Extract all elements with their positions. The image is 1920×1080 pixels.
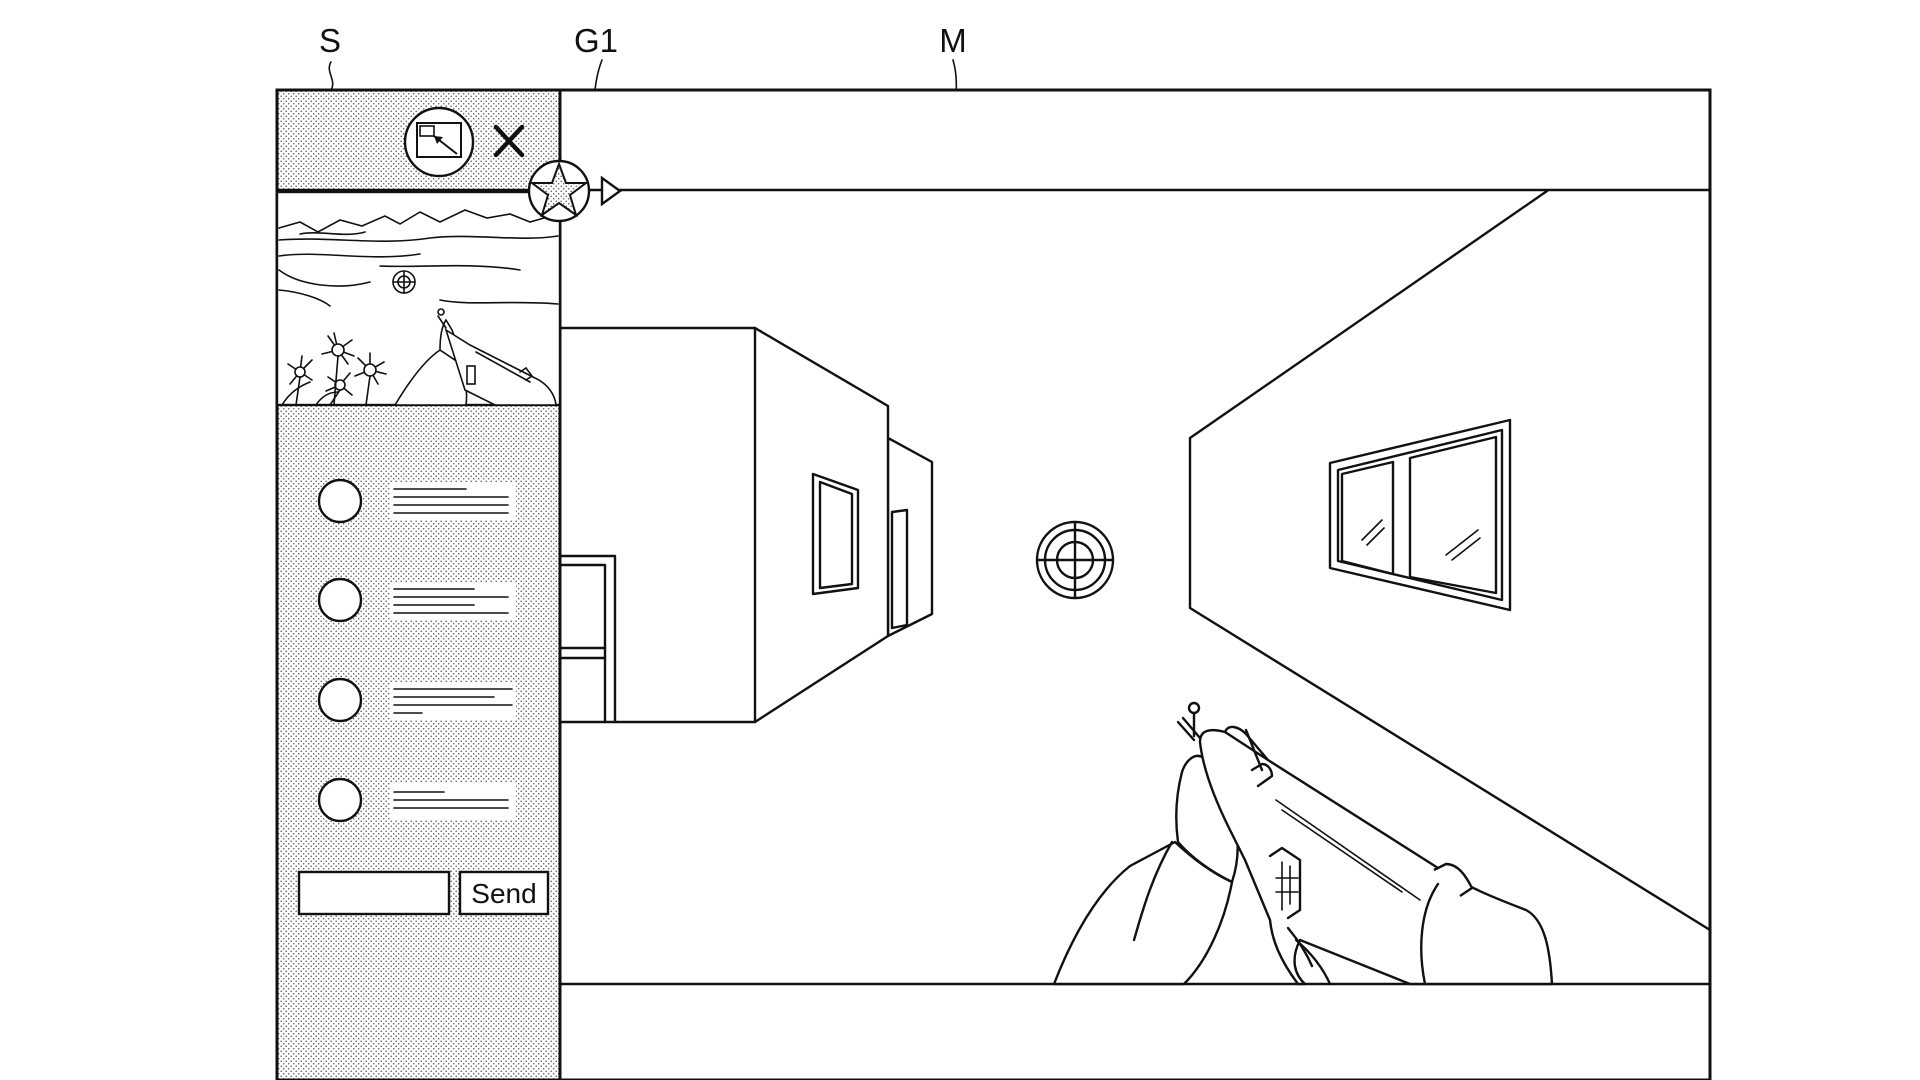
avatar <box>317 478 363 524</box>
left-buildings <box>558 326 934 724</box>
preview-window[interactable] <box>275 190 562 407</box>
close-icon[interactable] <box>493 124 525 158</box>
avatar <box>317 777 363 823</box>
triangle-right-icon[interactable] <box>600 175 623 207</box>
crosshair-icon <box>1035 520 1115 600</box>
send-button[interactable]: Send <box>458 870 550 916</box>
chat-message <box>317 478 516 524</box>
sub-screen[interactable]: Send <box>275 88 562 1080</box>
label-m: M <box>939 22 967 59</box>
avatar <box>317 677 363 723</box>
label-g1: G1 <box>574 22 618 59</box>
leader-line-s <box>328 61 334 91</box>
main-screen[interactable] <box>558 88 1712 1080</box>
avatar <box>317 577 363 623</box>
chat-input[interactable] <box>297 870 451 916</box>
right-wall <box>1188 189 1712 932</box>
building-window <box>811 472 860 596</box>
wall-window <box>1328 418 1512 612</box>
chat-message <box>317 677 516 723</box>
star-icon[interactable] <box>527 159 591 223</box>
chat-message <box>317 777 516 823</box>
label-s: S <box>319 22 341 59</box>
chat-message-list <box>317 478 516 823</box>
player-weapon <box>1052 701 1554 986</box>
chat-message <box>317 577 516 623</box>
send-button-label: Send <box>471 878 536 909</box>
swap-screen-icon[interactable] <box>403 106 475 178</box>
